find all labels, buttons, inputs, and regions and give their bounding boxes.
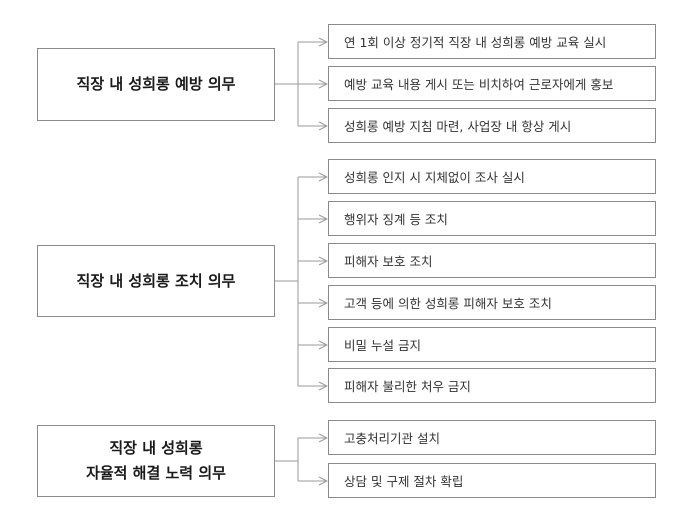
item-label: 성희롱 인지 시 지체없이 조사 실시: [344, 170, 525, 185]
item-box-education-posting: 예방 교육 내용 게시 또는 비치하여 근로자에게 홍보: [328, 66, 656, 101]
category-box-prevention-duty: 직장 내 성희롱 예방 의무: [37, 48, 275, 121]
item-box-prevention-guideline: 성희롱 예방 지침 마련, 사업장 내 항상 게시: [328, 108, 656, 143]
item-label: 연 1회 이상 정기적 직장 내 성희롱 예방 교육 실시: [344, 35, 607, 50]
category-title: 직장 내 성희롱 예방 의무: [76, 75, 236, 93]
item-box-disciplinary-action: 행위자 징계 등 조치: [328, 201, 656, 236]
item-box-confidentiality: 비밀 누설 금지: [328, 327, 656, 362]
item-box-victim-protection: 피해자 보호 조치: [328, 243, 656, 278]
item-label: 피해자 불리한 처우 금지: [344, 379, 471, 394]
category-title: 직장 내 성희롱 조치 의무: [76, 271, 236, 290]
category-title-line-1: 직장 내 성희롱: [109, 439, 203, 457]
category-box-action-duty: 직장 내 성희롱 조치 의무: [37, 245, 275, 317]
item-label: 피해자 보호 조치: [344, 254, 433, 269]
item-label: 성희롱 예방 지침 마련, 사업장 내 항상 게시: [344, 119, 572, 134]
item-box-no-unfavorable-treatment: 피해자 불리한 처우 금지: [328, 368, 656, 403]
item-box-counseling-procedure: 상담 및 구제 절차 확립: [328, 463, 656, 498]
item-box-grievance-body: 고충처리기관 설치: [328, 420, 656, 455]
item-label: 행위자 징계 등 조치: [344, 212, 448, 227]
item-label: 예방 교육 내용 게시 또는 비치하여 근로자에게 홍보: [344, 77, 614, 92]
category-box-self-resolution-duty: 직장 내 성희롱 자율적 해결 노력 의무: [37, 425, 275, 497]
item-label: 고충처리기관 설치: [344, 431, 440, 446]
category-title-line-2: 자율적 해결 노력 의무: [86, 464, 226, 482]
item-label: 비밀 누설 금지: [344, 338, 421, 353]
item-label: 상담 및 구제 절차 확립: [344, 474, 464, 489]
item-box-regular-education: 연 1회 이상 정기적 직장 내 성희롱 예방 교육 실시: [328, 24, 656, 59]
item-box-customer-harassment: 고객 등에 의한 성희롱 피해자 보호 조치: [328, 285, 656, 320]
item-label: 고객 등에 의한 성희롱 피해자 보호 조치: [344, 296, 552, 311]
item-box-investigation: 성희롱 인지 시 지체없이 조사 실시: [328, 159, 656, 194]
